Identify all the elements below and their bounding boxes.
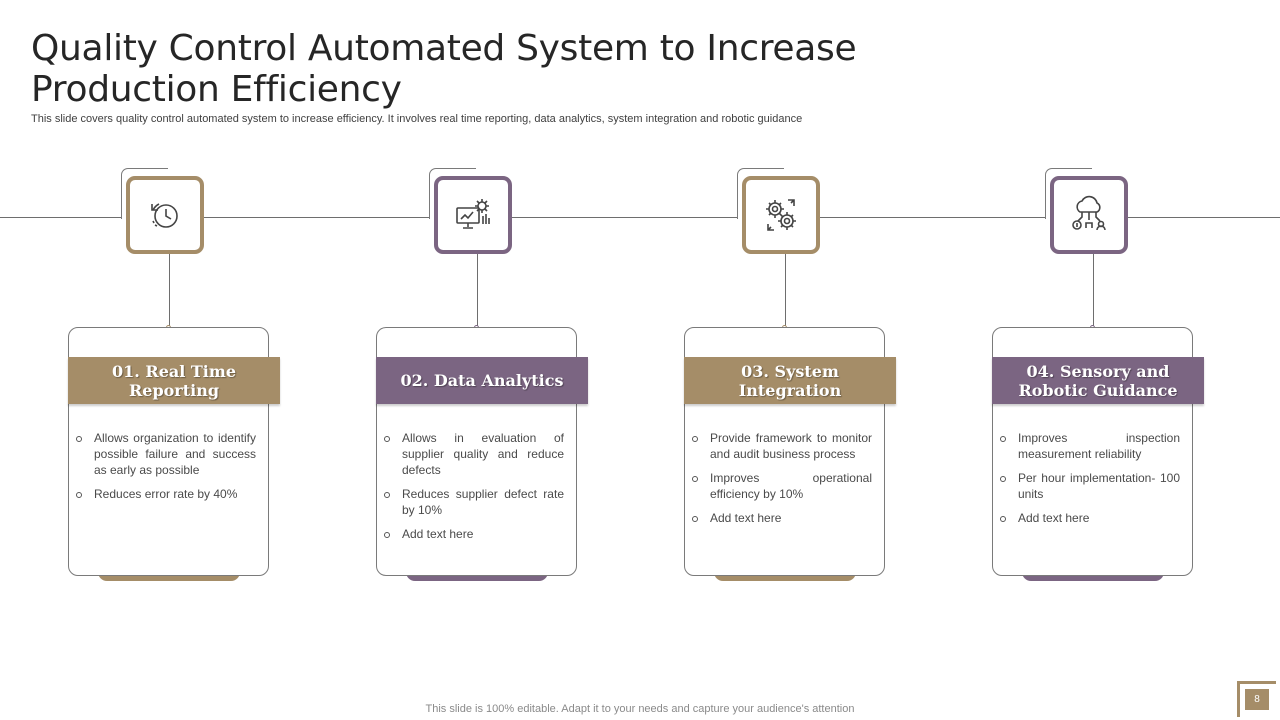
bullet-item: Allows in evaluation of supplier quality… bbox=[382, 430, 564, 478]
bullet-item: Improves operational efficiency by 10% bbox=[690, 470, 872, 502]
bullet-item: Reduces error rate by 40% bbox=[74, 486, 256, 502]
step-bullets: Allows in evaluation of supplier quality… bbox=[382, 430, 564, 550]
connector-line bbox=[785, 254, 786, 328]
monitor-gear-icon bbox=[456, 199, 490, 229]
page-number-frame-leg bbox=[1237, 681, 1240, 717]
bullet-item: Provide framework to monitor and audit b… bbox=[690, 430, 872, 462]
step-bullets: Provide framework to monitor and audit b… bbox=[690, 430, 872, 534]
clock-refresh-icon bbox=[151, 203, 178, 228]
step-header: 04. Sensory and Robotic Guidance bbox=[992, 357, 1204, 404]
bullet-item: Improves inspection measurement reliabil… bbox=[998, 430, 1180, 462]
footer-note: This slide is 100% editable. Adapt it to… bbox=[425, 703, 855, 715]
bullet-item: Add text here bbox=[998, 510, 1180, 526]
step-title: 01. Real Time Reporting bbox=[112, 361, 236, 400]
card-side-line bbox=[268, 412, 269, 457]
card-side-line bbox=[576, 412, 577, 457]
step-header: 03. System Integration bbox=[684, 357, 896, 404]
step-icon-box bbox=[1050, 176, 1128, 254]
step-column-4: 04. Sensory and Robotic Guidance Improve… bbox=[992, 0, 1206, 720]
cloud-network-icon bbox=[1072, 195, 1106, 231]
step-title: 02. Data Analytics bbox=[400, 371, 564, 390]
step-bullets: Improves inspection measurement reliabil… bbox=[998, 430, 1180, 534]
card-side-line bbox=[884, 412, 885, 457]
step-icon-box bbox=[742, 176, 820, 254]
connector-line bbox=[169, 254, 170, 328]
bullet-item: Reduces supplier defect rate by 10% bbox=[382, 486, 564, 518]
bullet-item: Add text here bbox=[690, 510, 872, 526]
step-icon-box bbox=[434, 176, 512, 254]
connector-line bbox=[1093, 254, 1094, 328]
slide-title: Quality Control Automated System to Incr… bbox=[31, 28, 857, 110]
step-title: 03. System Integration bbox=[738, 361, 842, 400]
page-number-badge: 8 bbox=[1245, 689, 1269, 710]
gears-sync-icon bbox=[766, 199, 796, 231]
connector-line bbox=[477, 254, 478, 328]
bullet-item: Per hour implementation- 100 units bbox=[998, 470, 1180, 502]
step-column-1: 01. Real Time Reporting Allows organizat… bbox=[68, 0, 282, 720]
timeline-line bbox=[0, 217, 1280, 218]
step-header: 02. Data Analytics bbox=[376, 357, 588, 404]
step-icon-box bbox=[126, 176, 204, 254]
step-bullets: Allows organization to identify possible… bbox=[74, 430, 256, 510]
step-title: 04. Sensory and Robotic Guidance bbox=[1018, 361, 1178, 400]
step-column-3: 03. System Integration Provide framework… bbox=[684, 0, 898, 720]
card-side-line bbox=[1192, 412, 1193, 457]
bullet-item: Add text here bbox=[382, 526, 564, 542]
step-header: 01. Real Time Reporting bbox=[68, 357, 280, 404]
bullet-item: Allows organization to identify possible… bbox=[74, 430, 256, 478]
step-column-2: 02. Data Analytics Allows in evaluation … bbox=[376, 0, 590, 720]
slide-subtitle: This slide covers quality control automa… bbox=[31, 113, 803, 125]
